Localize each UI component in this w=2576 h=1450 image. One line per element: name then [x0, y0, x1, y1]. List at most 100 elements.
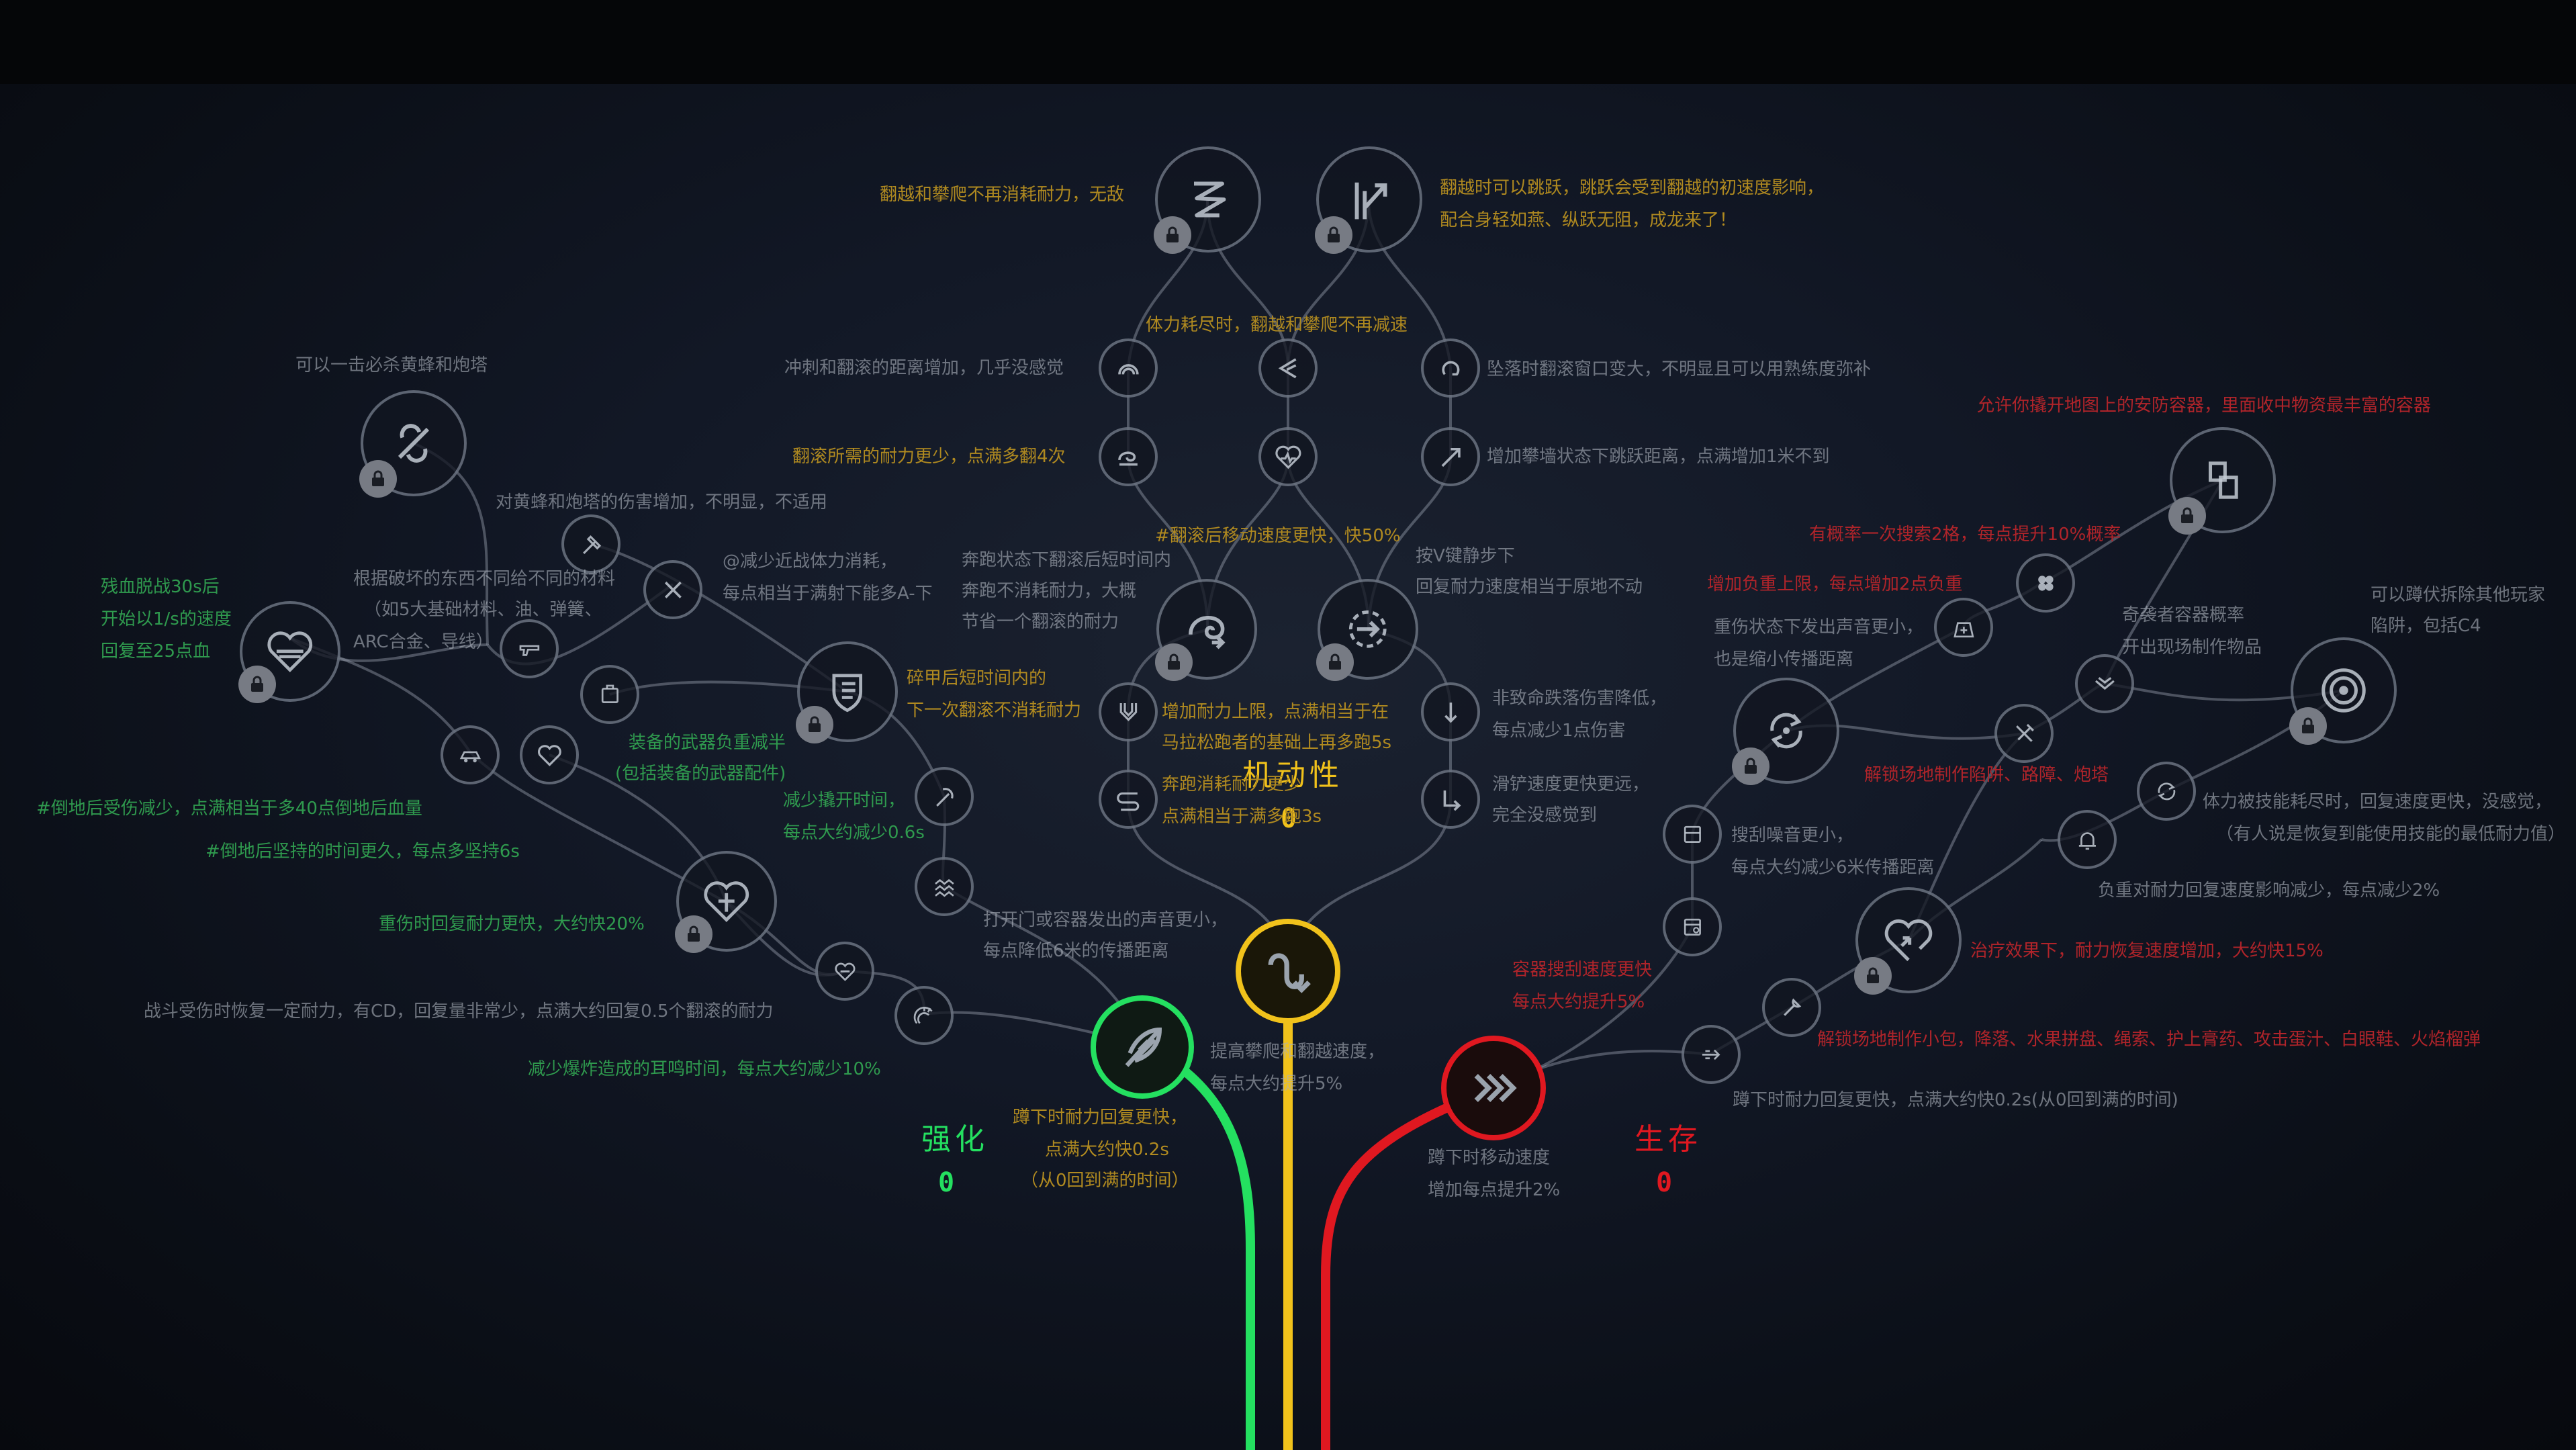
skill-node-thick-shield[interactable] — [796, 641, 898, 743]
skill-desc-run-roll-1: 奔跑状态下翻滚后短时间内 — [962, 550, 1172, 570]
skill-node-double-loot[interactable] — [2016, 553, 2075, 613]
arc-lines-icon — [1117, 363, 1139, 375]
skill-node-target[interactable] — [2289, 637, 2397, 745]
skill-desc-run-cost-2: 点满相当于满多跑3s — [1162, 807, 1322, 827]
skill-node-kill-bees[interactable] — [359, 390, 467, 498]
skill-node-stamina-skill[interactable] — [2137, 762, 2196, 821]
skill-desc-downed-time: #倒地后坚持的时间更久，每点多坚持6s — [205, 842, 520, 862]
skill-node-after-roll[interactable] — [1258, 427, 1318, 486]
skill-node-search-noise[interactable] — [1663, 805, 1722, 864]
skill-desc-after-roll: #翻滚后移动速度更快，快50% — [1155, 526, 1401, 546]
skill-desc-stagger-1: 减少撬开时间， — [783, 790, 906, 811]
lock-icon — [1732, 747, 1769, 785]
skill-desc-fall-roll: 坠落时翻滚窗口变大，不明显且可以用熟练度弥补 — [1487, 359, 1872, 379]
bell-icon — [2078, 831, 2096, 850]
jump-arrow-icon — [1354, 182, 1387, 220]
skill-node-hp-regen[interactable] — [238, 601, 340, 703]
skill-desc-field-craft: 解锁场地制作小包，降落、水果拼盘、绳索、护上膏药、攻击蛋汁、白眼鞋、火焰榴弹 — [1817, 1030, 2481, 1050]
skill-node-heart-shield[interactable] — [675, 851, 777, 953]
skill-node-slide[interactable] — [1421, 770, 1480, 829]
skill-node-open-door[interactable] — [915, 857, 974, 916]
skill-node-downed-dmg[interactable] — [441, 725, 500, 784]
vehicle-icon — [459, 751, 481, 762]
branch-title-survival: 生存 — [1635, 1122, 1702, 1157]
target-icon — [2321, 668, 2366, 713]
lock-icon — [2289, 707, 2327, 745]
skill-desc-open-door-2: 每点降低6米的传播距离 — [983, 941, 1169, 961]
skill-node-crouch-regen[interactable] — [1682, 1025, 1741, 1084]
skill-desc-climb: 翻越和攀爬不再消耗耐力，无敌 — [880, 185, 1125, 205]
branch-points-survival: 0 — [1656, 1167, 1673, 1198]
branch-title-strength: 强化 — [921, 1122, 988, 1157]
root-node-strength[interactable] — [1091, 995, 1194, 1099]
skill-desc-root-mobility-2: 每点大约提升5% — [1210, 1074, 1343, 1094]
skill-node-craft-trap[interactable] — [1994, 704, 2054, 763]
skill-node-downed-time[interactable] — [520, 725, 579, 784]
shield-icon — [832, 674, 863, 713]
skill-node-safe-pocket[interactable] — [2168, 427, 2276, 535]
skill-desc-material-2: （如5大基础材料、油、弹簧、 — [364, 600, 602, 620]
skill-node-stamina-out[interactable] — [1258, 338, 1318, 398]
skill-desc-fall-dmg-2: 每点减少1点伤害 — [1492, 721, 1626, 741]
skill-desc-roll-cost: 翻滚所需的耐力更少，点满多翻4次 — [792, 447, 1066, 467]
skill-desc-crouch-v-1: 按V键静步下 — [1416, 546, 1515, 566]
skill-node-stagger[interactable] — [915, 767, 974, 826]
skill-desc-container-speed-2: 每点大约提升5% — [1512, 992, 1645, 1012]
skill-desc-root-mobility-1: 提高攀爬和翻越速度， — [1210, 1042, 1385, 1062]
heart-outline-icon — [537, 744, 561, 766]
skill-node-field-craft[interactable] — [1762, 978, 1821, 1037]
skill-node-melee[interactable] — [643, 560, 702, 619]
top-bar — [0, 0, 2576, 84]
skill-desc-armor-break-2: 下一次翻滚不消耗耐力 — [907, 700, 1082, 721]
skill-desc-hp-regen-3: 回复至25点血 — [101, 641, 211, 662]
skill-node-bee-dmg[interactable] — [561, 514, 620, 574]
skill-node-fall-roll[interactable] — [1421, 338, 1480, 398]
skill-desc-root-survival-1: 蹲下时移动速度 — [1428, 1148, 1551, 1168]
skill-desc-stamina-skill-1: 体力被技能耗尽时，回复速度更快，没感觉， — [2203, 792, 2552, 812]
zigzag-icon — [1194, 181, 1226, 218]
skill-node-blast[interactable] — [894, 986, 954, 1045]
weight-plus-icon — [1953, 621, 1974, 637]
skill-node-stamina-cap[interactable] — [1099, 682, 1158, 741]
root-node-survival[interactable] — [1441, 1036, 1546, 1140]
skill-desc-crouch-v-2: 回复耐力速度相当于原地不动 — [1416, 577, 1643, 597]
skill-node-run-cost[interactable] — [1099, 770, 1158, 829]
root-node-mobility[interactable] — [1236, 919, 1340, 1024]
skill-desc-stamina-skill-2: （有人说是恢复到能使用技能的最低耐力值） — [2216, 824, 2566, 844]
skill-node-heavy-noise[interactable] — [1732, 678, 1839, 785]
skill-node-carry-weight[interactable] — [1934, 598, 1993, 657]
skill-node-dash-roll[interactable] — [1099, 338, 1158, 398]
skill-node-run-roll[interactable] — [1155, 579, 1257, 681]
skill-node-roll-cost[interactable] — [1099, 427, 1158, 486]
skill-node-heal[interactable] — [1854, 887, 1962, 995]
down-arrow-icon — [1444, 702, 1457, 723]
skill-desc-heavy-noise-2: 也是缩小传播距离 — [1714, 649, 1854, 670]
feather-icon — [1125, 1028, 1162, 1067]
skill-node-weapon-weight[interactable] — [580, 665, 639, 724]
heart-small-icon — [834, 962, 856, 981]
u-turn-icon — [1116, 792, 1139, 811]
skill-desc-root-strength-2: 点满大约快0.2s — [1045, 1140, 1169, 1160]
skill-desc-run-cost-1: 奔跑消耗耐力更少 — [1162, 774, 1302, 795]
skill-desc-open-door-1: 打开门或容器发出的声音更小， — [983, 910, 1228, 930]
skill-node-stamina-recover[interactable] — [1316, 579, 1418, 681]
tools-icon — [2015, 723, 2034, 742]
skill-desc-scavenger-2: 开出现场制作物品 — [2122, 637, 2262, 658]
skill-node-container-speed[interactable] — [1663, 897, 1722, 956]
dash-circle-icon — [1349, 610, 1387, 648]
skill-desc-bee-dmg: 对黄蜂和炮塔的伤害增加，不明显，不适用 — [496, 492, 828, 512]
skill-desc-stamina-cap-1: 增加耐力上限，点满相当于在 — [1162, 702, 1389, 722]
skill-desc-disarm-1: 可以蹲伏拆除其他玩家 — [2371, 585, 2546, 605]
skill-node-weight-regen[interactable] — [2058, 810, 2117, 869]
skill-node-material[interactable] — [500, 619, 559, 678]
skill-node-climb[interactable] — [1154, 146, 1261, 254]
skill-desc-crouch-regen: 蹲下时耐力回复更快，点满大约快0.2s(从0回到满的时间) — [1733, 1090, 2178, 1110]
skill-node-combat-regen[interactable] — [815, 942, 874, 1001]
skill-node-climb-jump[interactable] — [1421, 427, 1480, 486]
skill-desc-run-roll-2: 奔跑不消耗耐力，大概 — [962, 581, 1137, 601]
skill-node-fall-dmg[interactable] — [1421, 682, 1480, 741]
skill-node-jump-climb[interactable] — [1315, 146, 1422, 254]
lock-icon — [1154, 216, 1191, 254]
skill-node-scavenger[interactable] — [2075, 654, 2134, 713]
skill-desc-heal: 治疗效果下，耐力恢复速度增加，大约快15% — [1970, 941, 2324, 961]
